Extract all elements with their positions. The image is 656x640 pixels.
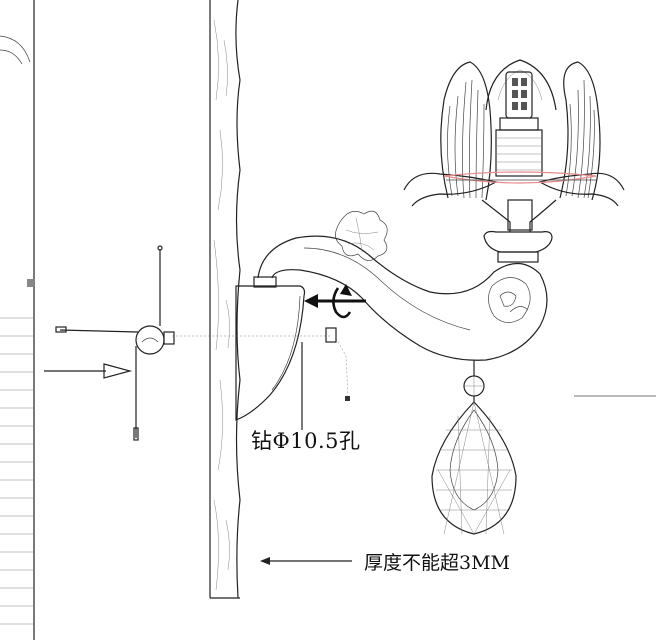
right-arrow-icon — [44, 363, 133, 379]
pull-chain — [172, 327, 350, 401]
drill-hole-annotation: 钻Φ10.5孔 — [251, 429, 361, 453]
wall-section — [209, 0, 241, 599]
rotate-arrow-icon — [304, 284, 366, 319]
lamp-head — [403, 59, 625, 263]
thickness-annotation: 厚度不能超3MM — [364, 552, 510, 574]
wall-canopy — [235, 276, 306, 421]
left-arrow-icon — [260, 557, 352, 565]
chain-switch — [55, 245, 175, 441]
lamp-arm — [257, 210, 548, 376]
crystal-pendant — [431, 375, 517, 535]
sheet-margin — [0, 0, 35, 640]
